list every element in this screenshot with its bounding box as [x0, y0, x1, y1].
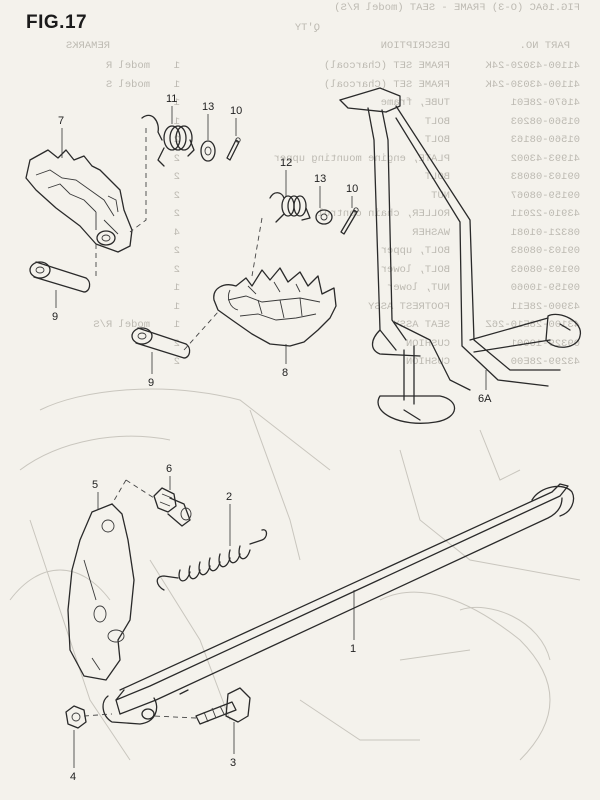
- callout-10-right: 10: [346, 183, 358, 195]
- callout-7: 7: [58, 115, 64, 127]
- callout-4: 4: [70, 771, 76, 783]
- footrest-pin-left: [29, 261, 91, 293]
- callout-13-left: 13: [202, 101, 214, 113]
- callout-3: 3: [230, 757, 236, 769]
- footrest-bracket-left: [25, 149, 133, 253]
- callout-8: 8: [282, 367, 288, 379]
- callout-5: 5: [92, 479, 98, 491]
- kickstand-bracket-plate: [67, 503, 135, 681]
- background-frame-ghost: [9, 388, 581, 761]
- cotter-pin-right: [340, 207, 359, 235]
- callout-13-right: 13: [314, 173, 326, 185]
- callout-10-left: 10: [230, 105, 242, 117]
- callout-9-right: 9: [148, 377, 154, 389]
- figure-title: FIG.17: [26, 12, 88, 33]
- stand-nut: [65, 705, 87, 729]
- callout-6: 6: [166, 463, 172, 475]
- callout-6a: 6A: [478, 393, 492, 405]
- assembly-lines: [83, 128, 263, 719]
- footrest-right: [213, 267, 337, 347]
- washer-left: [200, 140, 216, 162]
- side-stand: [102, 483, 575, 725]
- washer-right: [315, 209, 333, 225]
- callout-labels: 7 11 13 10 12 13 10 9 9 8 6A 6 5 2 1 4 3: [52, 93, 492, 783]
- leader-lines: [55, 106, 487, 768]
- callout-12: 12: [280, 157, 292, 169]
- footrest-spring-right: [269, 192, 311, 223]
- callout-11: 11: [166, 93, 177, 105]
- cotter-pin-left: [226, 137, 241, 161]
- stand-pivot-bolt: [195, 687, 251, 725]
- callout-2: 2: [226, 491, 232, 503]
- footrest-spring-left: [141, 114, 195, 167]
- bracket-bolt: [153, 487, 192, 527]
- kickstand-spring: [156, 529, 268, 591]
- callout-1: 1: [350, 643, 356, 655]
- callout-9-left: 9: [52, 311, 58, 323]
- footrest-pin-right: [131, 327, 191, 359]
- frame-tube: [339, 87, 581, 424]
